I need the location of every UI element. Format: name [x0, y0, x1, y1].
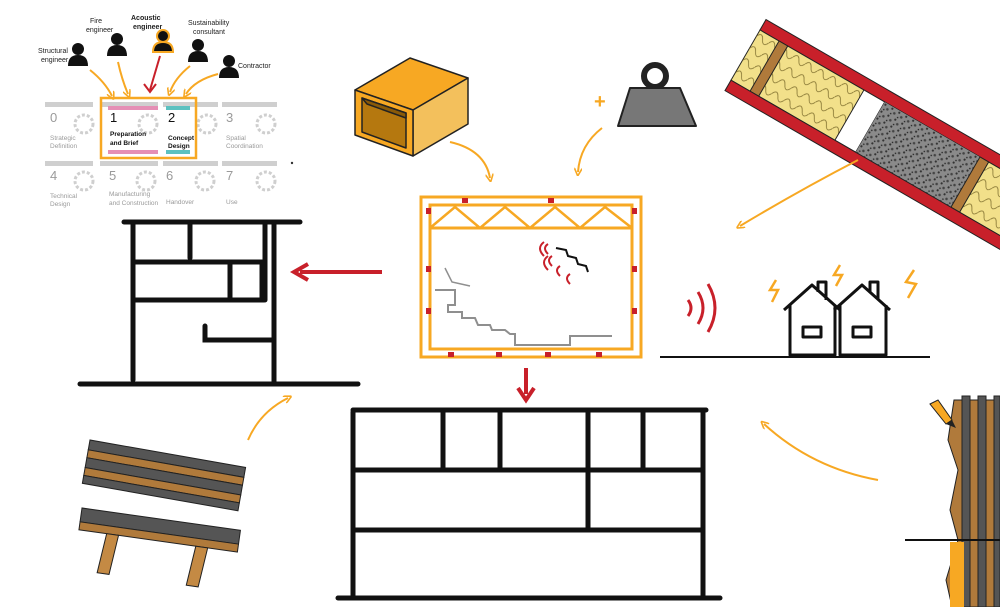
wall-buildup-section — [724, 18, 1000, 257]
connector-arrows — [247, 127, 879, 481]
house-icon — [833, 280, 891, 357]
house-icon — [783, 280, 841, 357]
person-icon — [107, 33, 127, 56]
floor-plan — [77, 219, 361, 387]
role-arrows — [89, 55, 219, 96]
svg-text:2: 2 — [168, 110, 175, 125]
box-section-icon — [354, 57, 469, 157]
stage-grid — [45, 96, 294, 192]
red-arrow-left — [289, 262, 382, 282]
svg-text:Handover: Handover — [166, 199, 195, 206]
sound-source-icon — [539, 241, 589, 285]
person-icon — [188, 39, 208, 62]
svg-text:7: 7 — [226, 168, 233, 183]
red-arrow-down — [516, 368, 536, 404]
svg-text:4: 4 — [50, 168, 57, 183]
building-elevation — [335, 407, 723, 601]
svg-text:3: 3 — [226, 110, 233, 125]
role-label-contractor: Contractor — [238, 63, 271, 70]
svg-text:0: 0 — [50, 110, 57, 125]
person-icon — [68, 43, 88, 66]
person-icon — [151, 29, 175, 53]
timber-bench — [78, 507, 242, 588]
timber-wall-detail — [905, 395, 1000, 607]
dot — [290, 161, 294, 165]
lightning-icon — [767, 264, 918, 303]
svg-text:5: 5 — [109, 168, 116, 183]
timber-panel-clt — [81, 439, 247, 512]
svg-text:1: 1 — [110, 110, 117, 125]
sound-wave-icon — [686, 283, 717, 333]
svg-text:6: 6 — [166, 168, 173, 183]
weight-icon: + — [594, 62, 697, 127]
pen-icon — [929, 399, 956, 428]
truss-frame — [419, 195, 643, 359]
person-icon — [219, 55, 239, 78]
svg-text:Use: Use — [226, 199, 238, 206]
plus-icon: + — [594, 91, 606, 113]
